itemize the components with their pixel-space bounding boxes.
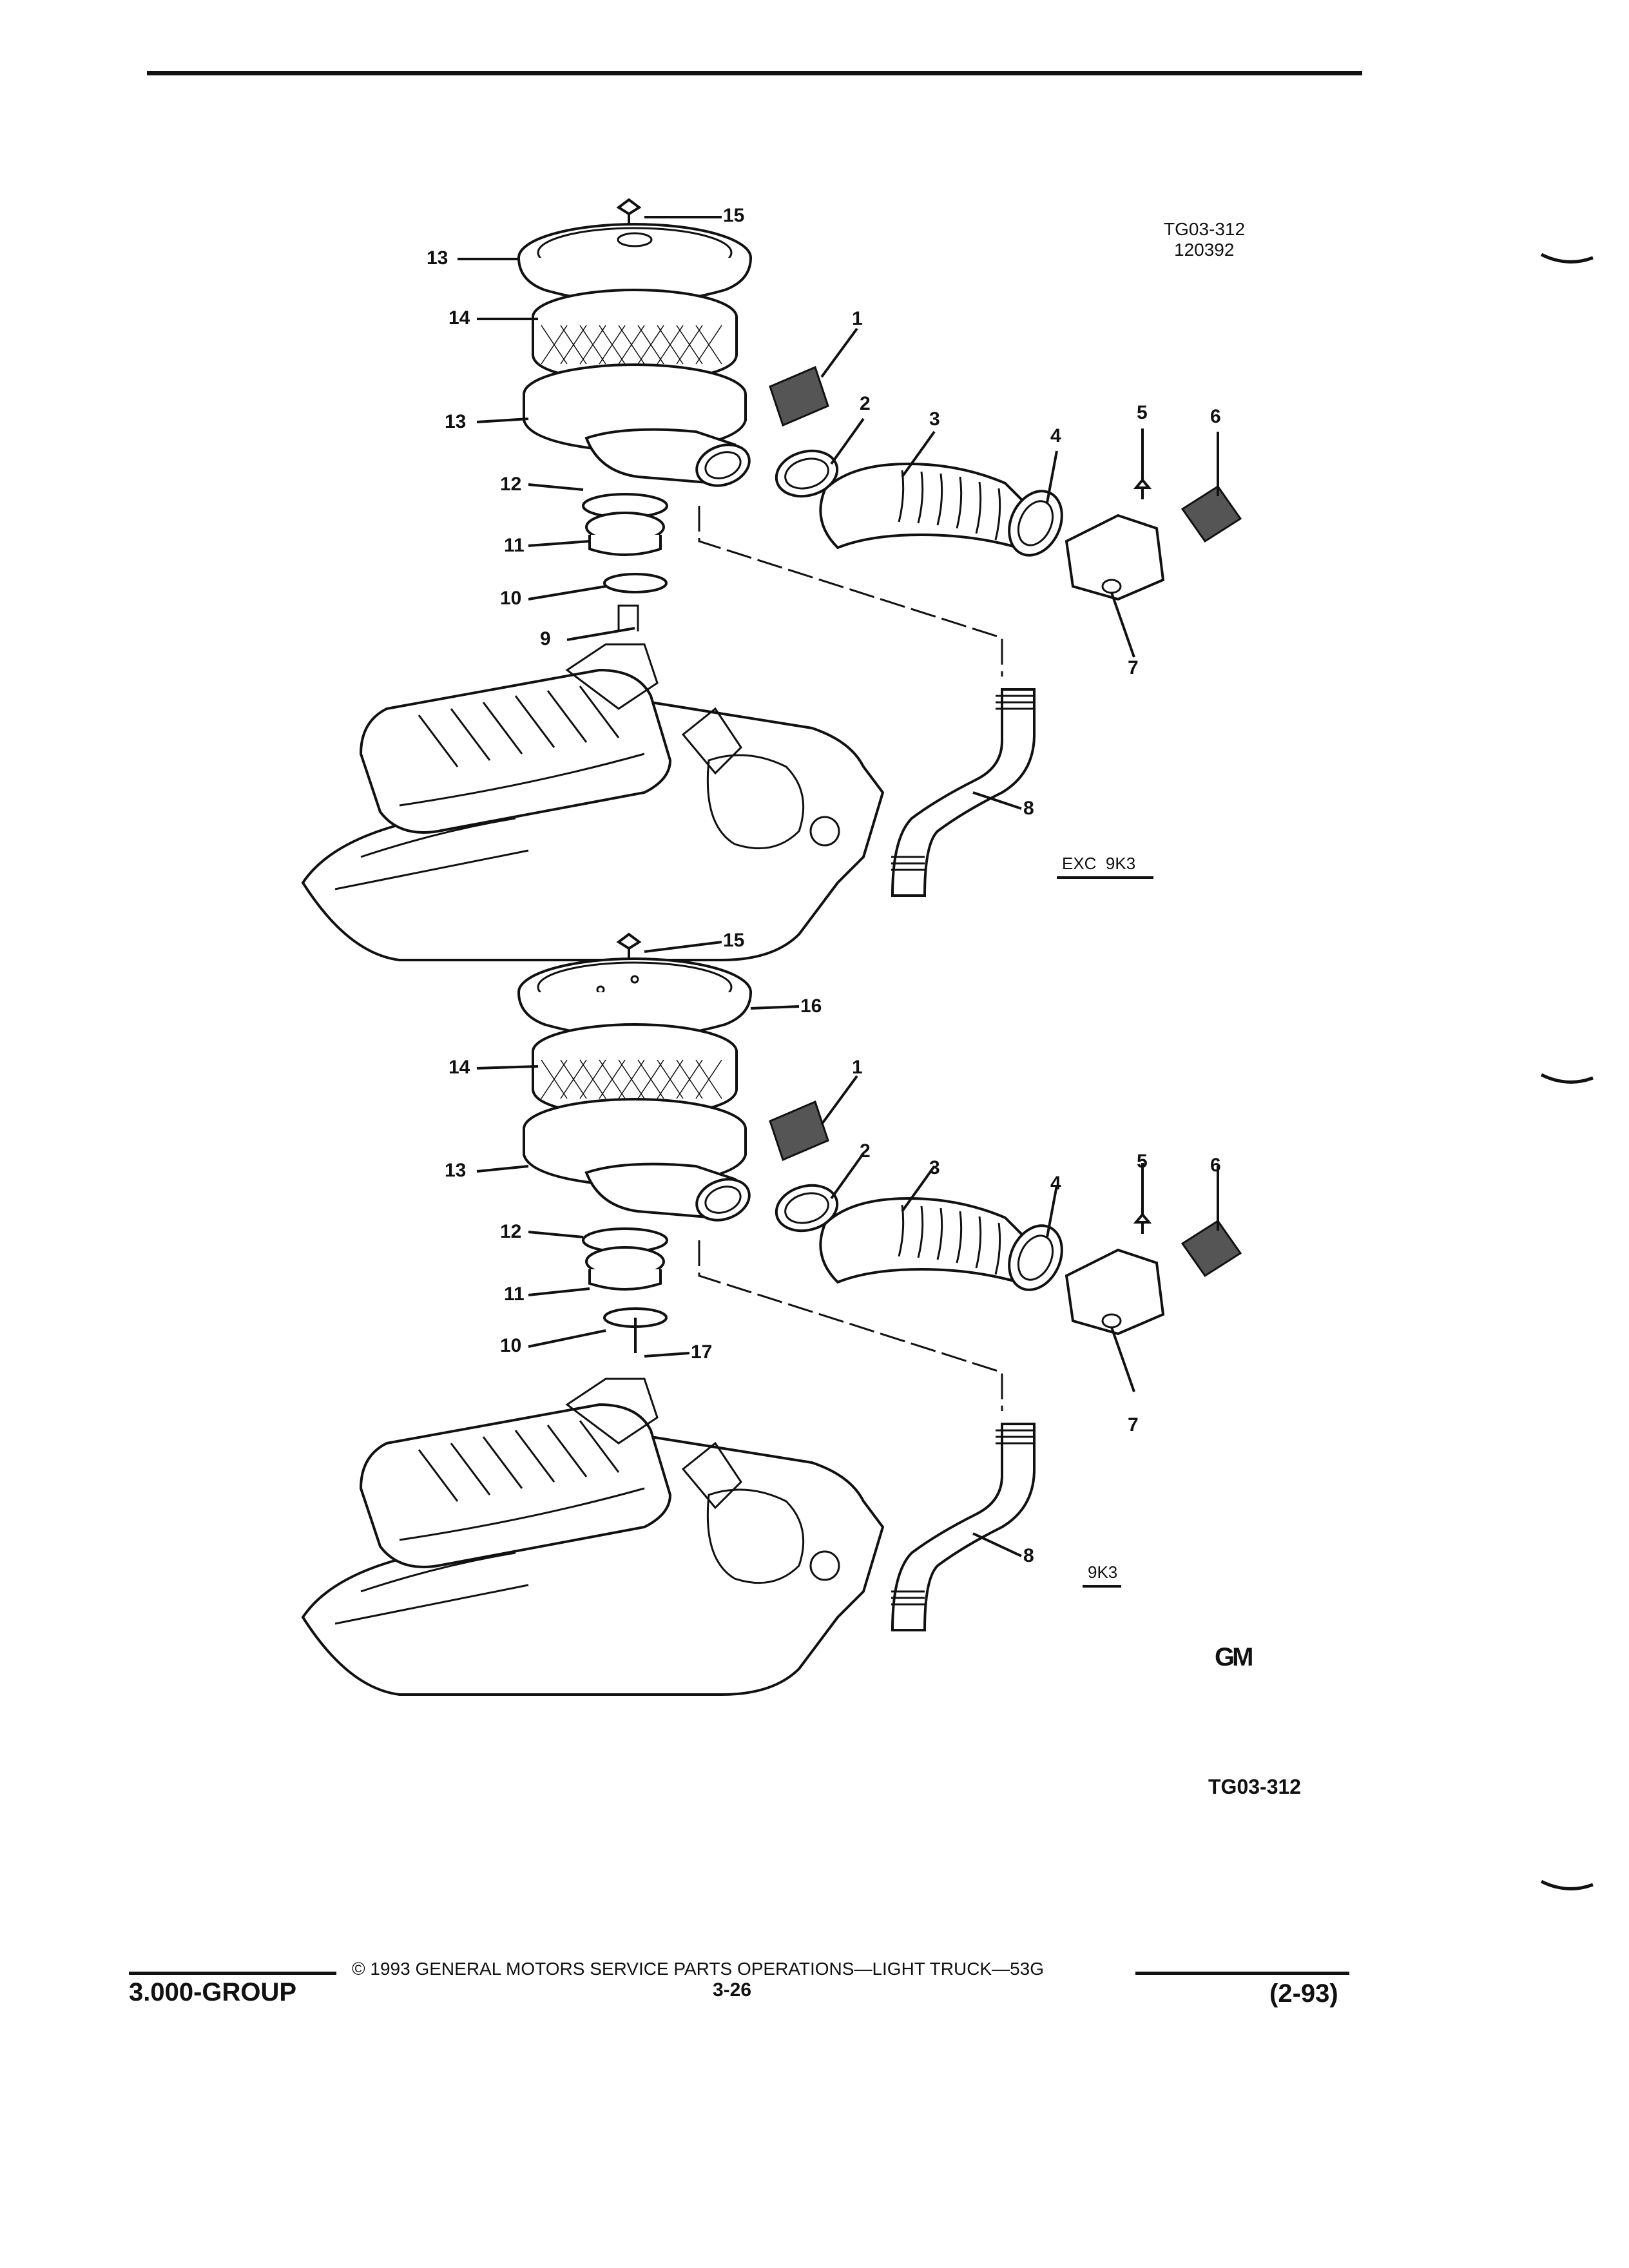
callout-14-top: 14 bbox=[448, 307, 470, 329]
footer-copyright: © 1993 GENERAL MOTORS SERVICE PARTS OPER… bbox=[352, 1959, 1045, 1979]
callout-3-top: 3 bbox=[929, 408, 940, 430]
callout-1-bottom: 1 bbox=[852, 1057, 863, 1078]
callout-10-top: 10 bbox=[500, 588, 522, 609]
header-rule bbox=[147, 71, 1362, 75]
callout-1-top: 1 bbox=[852, 308, 863, 329]
top-leader-lines bbox=[458, 216, 1219, 810]
footer-rule-right bbox=[1135, 1972, 1349, 1975]
callout-2-top: 2 bbox=[860, 393, 871, 414]
variant-label-top: EXC 9K3 bbox=[1062, 854, 1136, 873]
callout-6-top: 6 bbox=[1210, 406, 1221, 427]
callout-2-bottom: 2 bbox=[860, 1140, 871, 1162]
footer-rule-left bbox=[129, 1972, 336, 1975]
callout-13-bottom: 13 bbox=[445, 1160, 467, 1181]
callout-10-bottom: 10 bbox=[500, 1335, 522, 1356]
bottom-leader-lines bbox=[476, 941, 1219, 1557]
callout-9-top: 9 bbox=[540, 628, 551, 649]
figure-date: 120392 bbox=[1174, 240, 1235, 260]
callout-8-top: 8 bbox=[1023, 798, 1034, 819]
callout-15-top: 15 bbox=[723, 205, 745, 226]
callout-13b-top: 13 bbox=[445, 411, 467, 432]
callout-6-bottom: 6 bbox=[1210, 1155, 1221, 1176]
figure-id: TG03-312 bbox=[1164, 219, 1246, 239]
callout-14-bottom: 14 bbox=[448, 1057, 470, 1078]
callout-12-top: 12 bbox=[500, 474, 522, 495]
variant-label-bottom: 9K3 bbox=[1088, 1562, 1118, 1582]
footer-group: 3.000-GROUP bbox=[129, 1978, 297, 2006]
figure-id-bottom: TG03-312 bbox=[1208, 1775, 1302, 1798]
callout-11-top: 11 bbox=[504, 535, 525, 556]
footer-date: (2-93) bbox=[1269, 1979, 1338, 2008]
callout-7-top: 7 bbox=[1128, 657, 1139, 678]
callout-16-bottom: 16 bbox=[800, 995, 822, 1017]
callout-5-top: 5 bbox=[1137, 402, 1148, 423]
callout-17-bottom: 17 bbox=[691, 1341, 713, 1363]
bottom-view-illustration bbox=[301, 932, 1242, 1696]
callout-7-bottom: 7 bbox=[1128, 1414, 1139, 1436]
callout-8-bottom: 8 bbox=[1023, 1545, 1034, 1566]
callout-12-bottom: 12 bbox=[500, 1221, 522, 1242]
callout-13a-top: 13 bbox=[427, 247, 448, 269]
callout-5-bottom: 5 bbox=[1137, 1151, 1148, 1172]
footer-page: 3-26 bbox=[713, 1979, 752, 2001]
top-view-illustration bbox=[301, 198, 1242, 961]
gm-logo: GM bbox=[1215, 1643, 1253, 1671]
callout-4-bottom: 4 bbox=[1050, 1173, 1061, 1194]
callout-11-bottom: 11 bbox=[504, 1283, 525, 1305]
callout-15-bottom: 15 bbox=[723, 930, 745, 951]
callout-4-top: 4 bbox=[1050, 425, 1061, 447]
callout-3-bottom: 3 bbox=[929, 1157, 940, 1178]
